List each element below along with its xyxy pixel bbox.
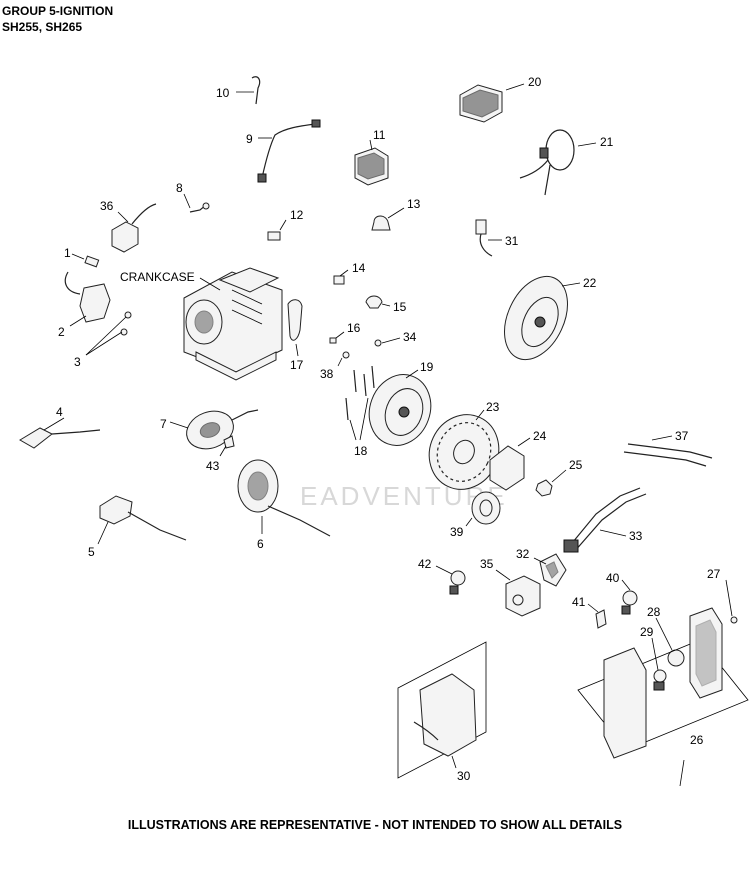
callout-37: 37 — [675, 429, 689, 443]
part-25-nut — [535, 469, 567, 497]
part-8-terminal — [183, 193, 210, 213]
part-33-harness — [563, 487, 647, 553]
part-17-bracket — [287, 299, 303, 357]
crankcase — [183, 267, 283, 381]
callout-42: 42 — [418, 557, 432, 571]
callout-17: 17 — [290, 358, 304, 372]
part-36-ignition-coil — [111, 203, 157, 253]
part-9-wiring-harness — [257, 119, 321, 183]
part-6-charging-stator — [237, 459, 331, 537]
part-4-switch-wire — [19, 417, 101, 449]
callout-30: 30 — [457, 769, 471, 783]
callout-18: 18 — [354, 444, 368, 458]
part-10-wire-lead — [236, 76, 261, 105]
callout-11: 11 — [373, 128, 386, 142]
part-27-screw — [725, 579, 738, 624]
callout-20: 20 — [528, 75, 542, 89]
part-30-control-panel-assembly — [397, 641, 487, 779]
part-31-plug-connector — [475, 219, 502, 257]
callout-27: 27 — [707, 567, 721, 581]
callout-9: 9 — [246, 132, 253, 146]
part-28-switch — [655, 617, 685, 667]
callout-6: 6 — [257, 537, 264, 551]
part-5-exciter-coil — [97, 495, 187, 545]
footer-note: ILLUSTRATIONS ARE REPRESENTATIVE - NOT I… — [127, 818, 623, 832]
callout-16: 16 — [347, 321, 361, 335]
part-13-clamp — [371, 207, 405, 231]
part-26-control-panel-assembly — [577, 607, 749, 787]
callout-26: 26 — [690, 733, 704, 747]
callout-22: 22 — [583, 276, 597, 290]
part-2-ignition-coil — [64, 271, 111, 327]
callout-38: 38 — [320, 367, 334, 381]
part-15-grommet — [365, 295, 391, 309]
callout-43: 43 — [206, 459, 220, 473]
part-29-key-switch — [651, 637, 667, 691]
callout-1: 1 — [64, 246, 71, 260]
page-subtitle: SH255, SH265 — [2, 20, 83, 34]
part-24-cup — [489, 437, 531, 491]
callout-21: 21 — [600, 135, 614, 149]
part-41-key — [587, 603, 607, 629]
callout-19: 19 — [420, 360, 434, 374]
part-35-control-box — [495, 569, 541, 617]
part-22-flywheel-assembly — [504, 275, 581, 361]
callout-39: 39 — [450, 525, 464, 539]
part-32-gasket — [533, 553, 567, 587]
part-43-clip — [219, 435, 235, 457]
callout-32: 32 — [516, 547, 530, 561]
part-12-connector — [267, 219, 287, 241]
callout-13: 13 — [407, 197, 421, 211]
callout-12: 12 — [290, 208, 304, 222]
part-3-screws — [85, 311, 132, 356]
part-11-regulator — [354, 139, 389, 186]
callout-10: 10 — [216, 86, 230, 100]
callout-31: 31 — [505, 234, 519, 248]
callout-29: 29 — [640, 625, 654, 639]
part-23-fan — [428, 409, 500, 490]
part-42-switch — [435, 565, 466, 595]
part-39-sleeve — [465, 491, 501, 527]
callout-36: 36 — [100, 199, 114, 213]
part-1-spark-plug-cap — [71, 253, 100, 268]
callout-40: 40 — [606, 571, 620, 585]
part-37-wire-leads — [623, 435, 713, 467]
part-34-screw — [374, 337, 401, 347]
callout-34: 34 — [403, 330, 417, 344]
part-18-bolts — [345, 365, 375, 441]
part-7-stator — [169, 409, 259, 450]
callout-5: 5 — [88, 545, 95, 559]
callout-4: 4 — [56, 405, 63, 419]
callout-25: 25 — [569, 458, 583, 472]
callout-35: 35 — [480, 557, 494, 571]
part-40-switch — [621, 579, 638, 615]
part-19-flywheel — [368, 369, 432, 446]
callout-24: 24 — [533, 429, 547, 443]
part-16-key — [329, 331, 345, 344]
crankcase-label: CRANKCASE — [120, 270, 195, 284]
part-20-rectifier — [459, 83, 525, 123]
callout-23: 23 — [486, 400, 500, 414]
part-14-clip — [333, 269, 349, 285]
callout-41: 41 — [572, 595, 586, 609]
callout-3: 3 — [74, 355, 81, 369]
callout-33: 33 — [629, 529, 643, 543]
callout-15: 15 — [393, 300, 407, 314]
callout-7: 7 — [160, 417, 167, 431]
callout-28: 28 — [647, 605, 661, 619]
part-38-washer — [337, 351, 350, 367]
page-title: GROUP 5-IGNITION — [2, 4, 114, 18]
callout-8: 8 — [176, 181, 183, 195]
callout-2: 2 — [58, 325, 65, 339]
callout-14: 14 — [352, 261, 366, 275]
part-21-wire-assembly — [519, 129, 597, 196]
